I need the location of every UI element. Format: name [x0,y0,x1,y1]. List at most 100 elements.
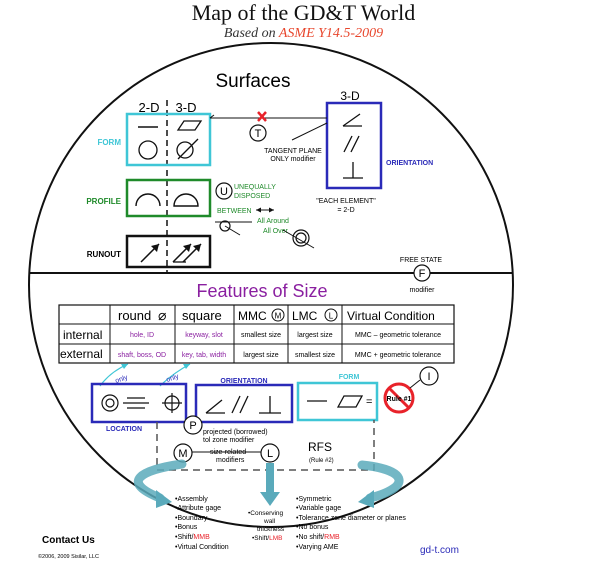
mmc-shift-red: MMB [193,534,210,541]
row-external-mmc: largest size [243,352,279,359]
col-virtual-condition: Virtual Condition [347,309,435,323]
size-related-1: size-related [210,449,246,456]
parallelism-icon-2 [350,135,360,153]
projected-letter: P [189,420,196,432]
rfs-item-5-text: •No shift/ [296,534,324,541]
lmc-modifier-symbol [260,443,280,463]
projected-note-1: projected (borrowed) [203,429,268,436]
tangent-symbol-letter: T [255,128,262,140]
location-label: LOCATION [106,426,142,433]
rfs-item-5: •No shift/RMB [296,534,340,541]
rfs-item-2: •Variable gage [296,505,341,512]
independency-symbol [419,366,439,386]
mmc-item-6: •Virtual Condition [175,544,229,551]
page-title: Map of the GD&T World [191,0,416,25]
profile-surface-icon [173,193,199,207]
col-round: round [118,308,151,323]
rfs-label: RFS [308,440,332,454]
col-3d-label: 3-D [176,100,197,115]
subtitle-prefix: Based on [223,26,279,41]
mmc-symbol-header-letter: M [275,312,282,321]
all-over-leader [282,229,315,249]
row-external-square: key, tab, width [182,352,226,359]
lmc-item-2: wall [263,518,276,525]
all-over-icon-outer [292,229,310,247]
free-state-label: FREE STATE [400,257,442,264]
lmc-arrowhead [260,492,280,506]
flatness-icon [176,120,203,131]
form-label: FORM [97,138,121,147]
size-related-2: modifiers [216,457,245,464]
concentricity-icon-inner [105,398,115,408]
mmc-item-5: •Shift/MMB [175,534,210,541]
tangent-to-orientation-line [291,122,328,141]
angularity-icon [342,113,361,127]
rule1-label: Rule #1 [387,396,412,403]
rule2-label: (Rule #2) [309,458,334,464]
mmc-item-2: •Attribute gage [175,505,221,512]
free-state-note: modifier [410,287,436,294]
mmc-curved-arrow [133,459,187,503]
angularity-icon-fos [205,399,223,414]
row-internal-label: internal [63,328,102,342]
mmc-curved-arrowhead [156,490,172,508]
rfs-item-4: •No bonus [296,524,329,531]
lmc-item-1: •Conserving [248,510,284,517]
each-element-1: "EACH ELEMENT" [316,198,376,205]
unequal-label-2: DISPOSED [234,193,270,200]
rfs-item-3: •Tolerance zone diameter or planes [296,515,406,522]
between-arrowhead-right [269,207,274,213]
fos-table: round ⌀ square MMC M LMC L Virtual Condi… [58,304,455,364]
circularity-icon [138,140,158,160]
lmc-item-4-text: •Shift/ [252,535,269,542]
row-internal-mmc: smallest size [241,332,281,339]
lmc-symbol-header [324,308,338,322]
total-runout-arrowhead-2 [193,244,201,252]
projected-note-2: tol zone modifier [203,437,255,444]
tangent-plane-symbol [249,124,267,142]
mmc-item-1: •Assembly [175,496,208,503]
free-state-symbol [413,264,431,282]
mmc-item-5-text: •Shift/ [175,534,193,541]
runout-label: RUNOUT [87,250,121,259]
circular-runout-arrowhead [151,244,159,252]
site-link[interactable]: gd-t.com [420,545,459,556]
between-arrowhead-left [256,207,261,213]
diameter-icon: ⌀ [158,307,166,323]
row-external-round: shaft, boss, OD [118,352,166,359]
all-over-label: All Over [263,228,289,235]
only-arrow-1-head [121,364,128,369]
mmc-symbol-header [271,308,285,322]
standard-name: ASME Y14.5-2009 [278,26,384,41]
all-around-icon [219,220,231,232]
unequal-symbol-letter: U [220,186,228,198]
location-box [90,382,188,424]
contact-us-link[interactable]: Contact Us [42,535,95,546]
row-external-lmc: smallest size [295,352,335,359]
features-of-size-heading: Features of Size [196,281,327,301]
col-mmc: MMC [238,309,267,323]
unequally-disposed-symbol [215,182,233,200]
mmc-item-3: •Boundary [175,515,208,522]
form-label-fos: FORM [339,374,360,381]
rfs-curved-arrowhead [358,490,374,508]
orientation-label-surfaces: ORIENTATION [386,160,433,167]
total-runout-arrowhead-1 [183,244,191,252]
form-box [125,112,212,167]
row-internal-square: keyway, slot [185,332,223,339]
free-state-letter: F [419,268,426,280]
equals-sign: = [366,396,372,408]
unequal-label-1: UNEQUALLY [234,184,276,191]
parallelism-icon-1 [343,135,353,153]
parallelism-icon-fos-1 [231,395,241,414]
world-circle [28,42,514,528]
only-arrow-2-head [183,364,190,369]
row-internal-round: hole, ID [130,332,154,339]
orientation-label-fos: ORIENTATION [220,378,267,385]
lmc-item-4: •Shift/LMB [252,535,282,542]
lmc-item-3: thickness [257,526,285,533]
mmc-item-4: •Bonus [175,524,198,531]
lmc-shift-red: LMB [269,535,282,542]
tangent-note-1: TANGENT PLANE [264,148,322,155]
